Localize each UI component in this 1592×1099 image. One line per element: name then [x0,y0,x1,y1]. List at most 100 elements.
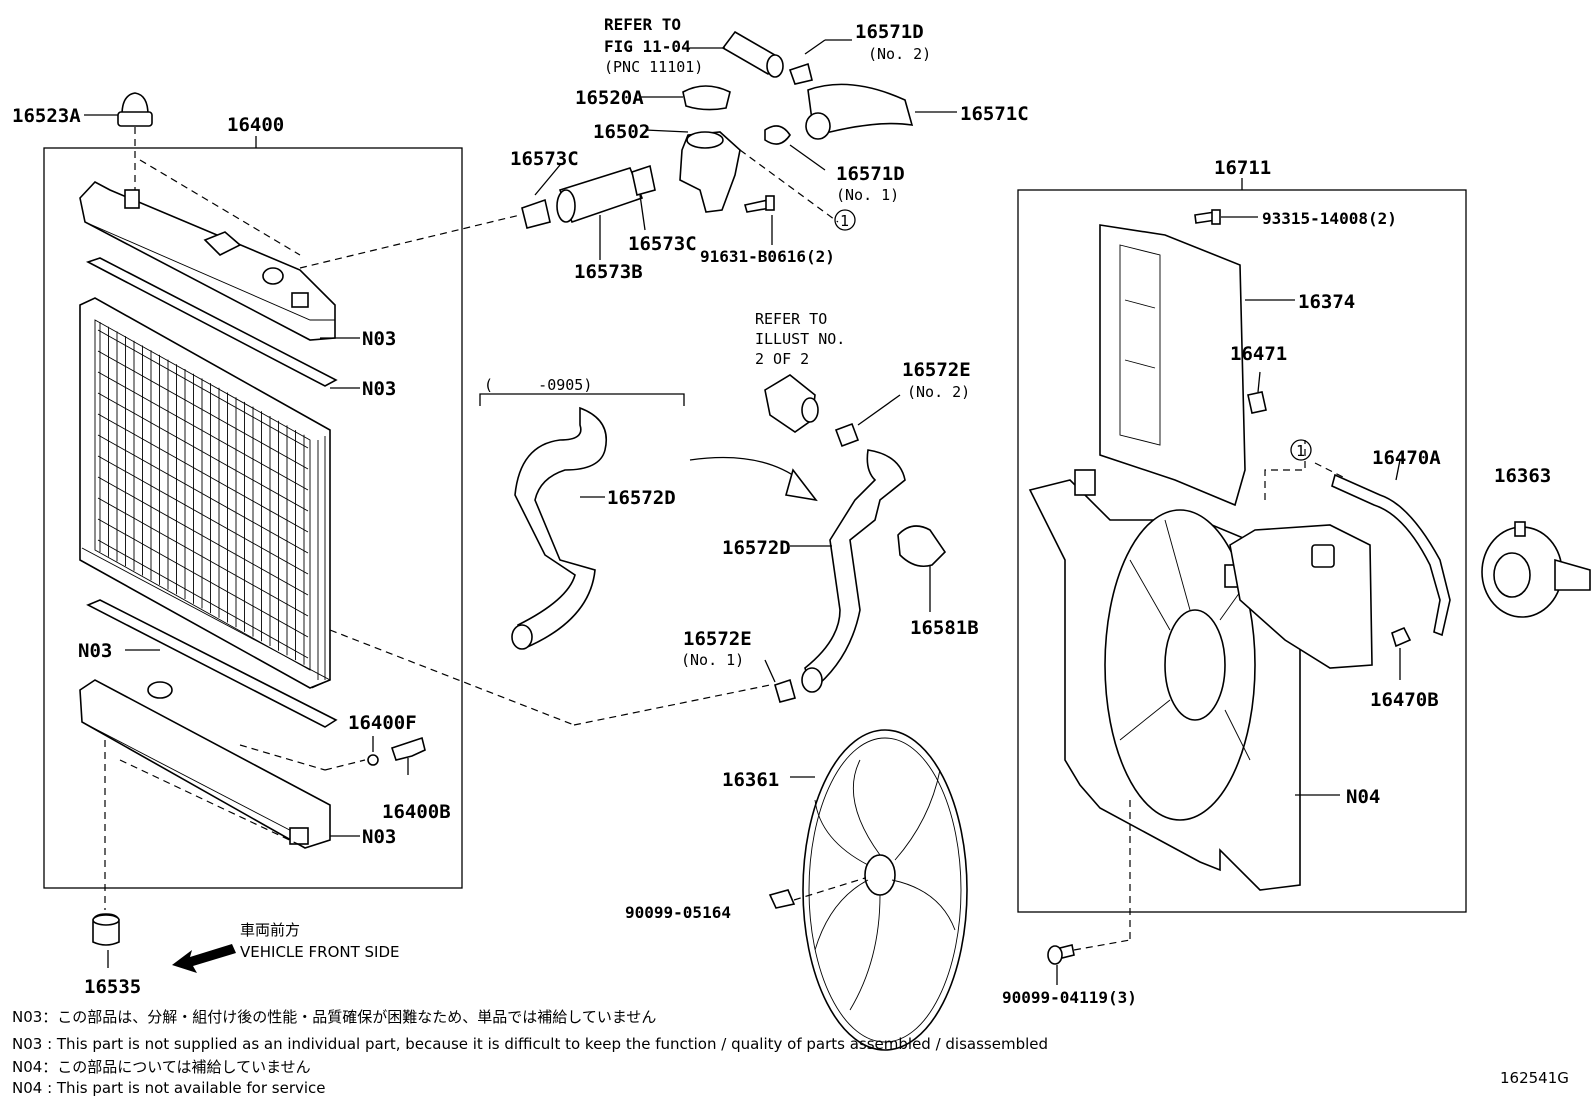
circle-ref-a-text: 1 [840,212,849,230]
label-16572d-a: 16572D [607,487,676,509]
note-n03-jp: N03：この部品は、分解・組付け後の性能・品質確保が困難なため、単品では補給して… [12,1008,656,1026]
clip-16470b [1391,626,1412,680]
label-16471: 16471 [1230,343,1287,365]
label-16572e-no1: 16572E [683,628,752,650]
clamp-16581b [897,525,947,568]
panel-16374 [1099,224,1246,507]
range-bracket-label: ( -0905) [484,376,592,394]
label-16470b: 16470B [1370,689,1439,711]
radiator-lower-tank [79,629,771,910]
label-16571d-no2-sub: (No. 2) [868,45,931,63]
label-91631: 91631-B0616(2) [700,247,835,266]
radiator-group-frame [43,136,463,889]
label-16711: 16711 [1214,157,1271,179]
refer-fig-line1: REFER TO [604,15,681,34]
label-90099-05164: 90099-05164 [625,903,731,922]
core-tube [97,371,309,491]
footnotes: N03：この部品は、分解・組付け後の性能・品質確保が困難なため、単品では補給して… [12,1008,1569,1097]
label-16400f: 16400F [348,712,417,734]
refer-illust-line3: 2 OF 2 [755,350,809,368]
core-tube [97,497,309,617]
leader-lines [107,39,1401,968]
reservoir-tank [1229,440,1373,669]
bolt-93315 [1194,209,1258,225]
note-n04-en: N04 : This part is not available for ser… [12,1079,326,1097]
bolt-91631 [743,195,775,213]
label-16400: 16400 [227,114,284,136]
core-tube [97,350,309,470]
core-tube [97,455,309,575]
refer-illust-line2: ILLUST NO. [755,330,845,348]
label-16581b: 16581B [910,617,979,639]
core-tube [97,413,309,533]
radiator-cap-16523a [84,92,153,190]
radiator-gasket-lower [86,599,338,728]
label-16502: 16502 [593,121,650,143]
refer-fig-line3: (PNC 11101) [604,58,703,76]
label-16520a: 16520A [575,87,644,109]
label-90099-04119: 90099-04119(3) [1002,988,1137,1007]
bolt-90099-04119 [1047,939,1131,985]
label-93315: 93315-14008(2) [1262,209,1397,228]
hose-16573-assembly [299,164,656,269]
label-16571c: 16571C [960,103,1029,125]
front-side-en: VEHICLE FRONT SIDE [240,943,400,961]
note-n03-en: N03 : This part is not supplied as an in… [12,1035,1048,1053]
refer-illust-line1: REFER TO [755,310,827,328]
hose-16571-assembly [721,30,914,145]
refer-fig-line2: FIG 11-04 [604,37,691,56]
label-16470a: 16470A [1372,447,1441,469]
circle-ref-b-text: 1 [1296,442,1305,460]
label-16400b: 16400B [382,801,451,823]
drain-plug-16400b [367,736,426,775]
vehicle-front-arrow [172,944,236,973]
cap-16520a [640,85,731,111]
figure-id: 162541G [1500,1069,1569,1087]
radiator-upper-tank [79,159,336,341]
label-16573b: 16573B [574,261,643,283]
radiator-core [79,297,332,689]
core-tube [97,476,309,596]
core-tube [97,329,309,449]
label-16573c-a: 16573C [510,148,579,170]
label-n03-a: N03 [362,328,396,350]
label-16571d-no2: 16571D [855,21,924,43]
front-side-jp: 車両前方 [240,921,300,939]
label-16572e-no2-sub: (No. 2) [907,383,970,401]
shroud-n04 [1028,469,1301,940]
hose-16470a [1314,462,1451,637]
hose-16572d-right [801,449,906,693]
label-n03-d: N03 [362,826,396,848]
core-tube [97,539,309,659]
shroud-group-frame [1017,178,1467,913]
label-16361: 16361 [722,769,779,791]
label-16523a: 16523A [12,105,81,127]
label-16571d-no1-sub: (No. 1) [836,186,899,204]
label-16363: 16363 [1494,465,1551,487]
label-n03-b: N03 [362,378,396,400]
radiator-gasket-upper [85,257,338,387]
fan-16361 [768,729,968,1051]
label-16571d-no1: 16571D [836,163,905,185]
label-16573c-b: 16573C [628,233,697,255]
core-tube [97,392,309,512]
motor-16363 [1481,521,1591,618]
label-16572d-b: 16572D [722,537,791,559]
label-16535: 16535 [84,976,141,998]
label-16572e-no2: 16572E [902,359,971,381]
label-n03-c: N03 [78,640,112,662]
core-tube [97,518,309,638]
cushion-16535 [92,913,120,946]
core-tube [97,434,309,554]
part-labels: REFER TO FIG 11-04 (PNC 11101) 16571D (N… [12,15,1551,1007]
circle-ref-a: 1 [834,209,856,231]
direction-arrow [689,456,818,502]
note-n04-jp: N04：この部品については補給していません [12,1058,311,1076]
thermostat-housing [764,374,819,433]
circle-ref-b: 1 [1290,439,1312,461]
range-bracket [479,393,685,406]
filler-neck-16502 [644,129,839,223]
hose-16572d-left [511,406,607,650]
label-16572e-no1-sub: (No. 1) [681,651,744,669]
